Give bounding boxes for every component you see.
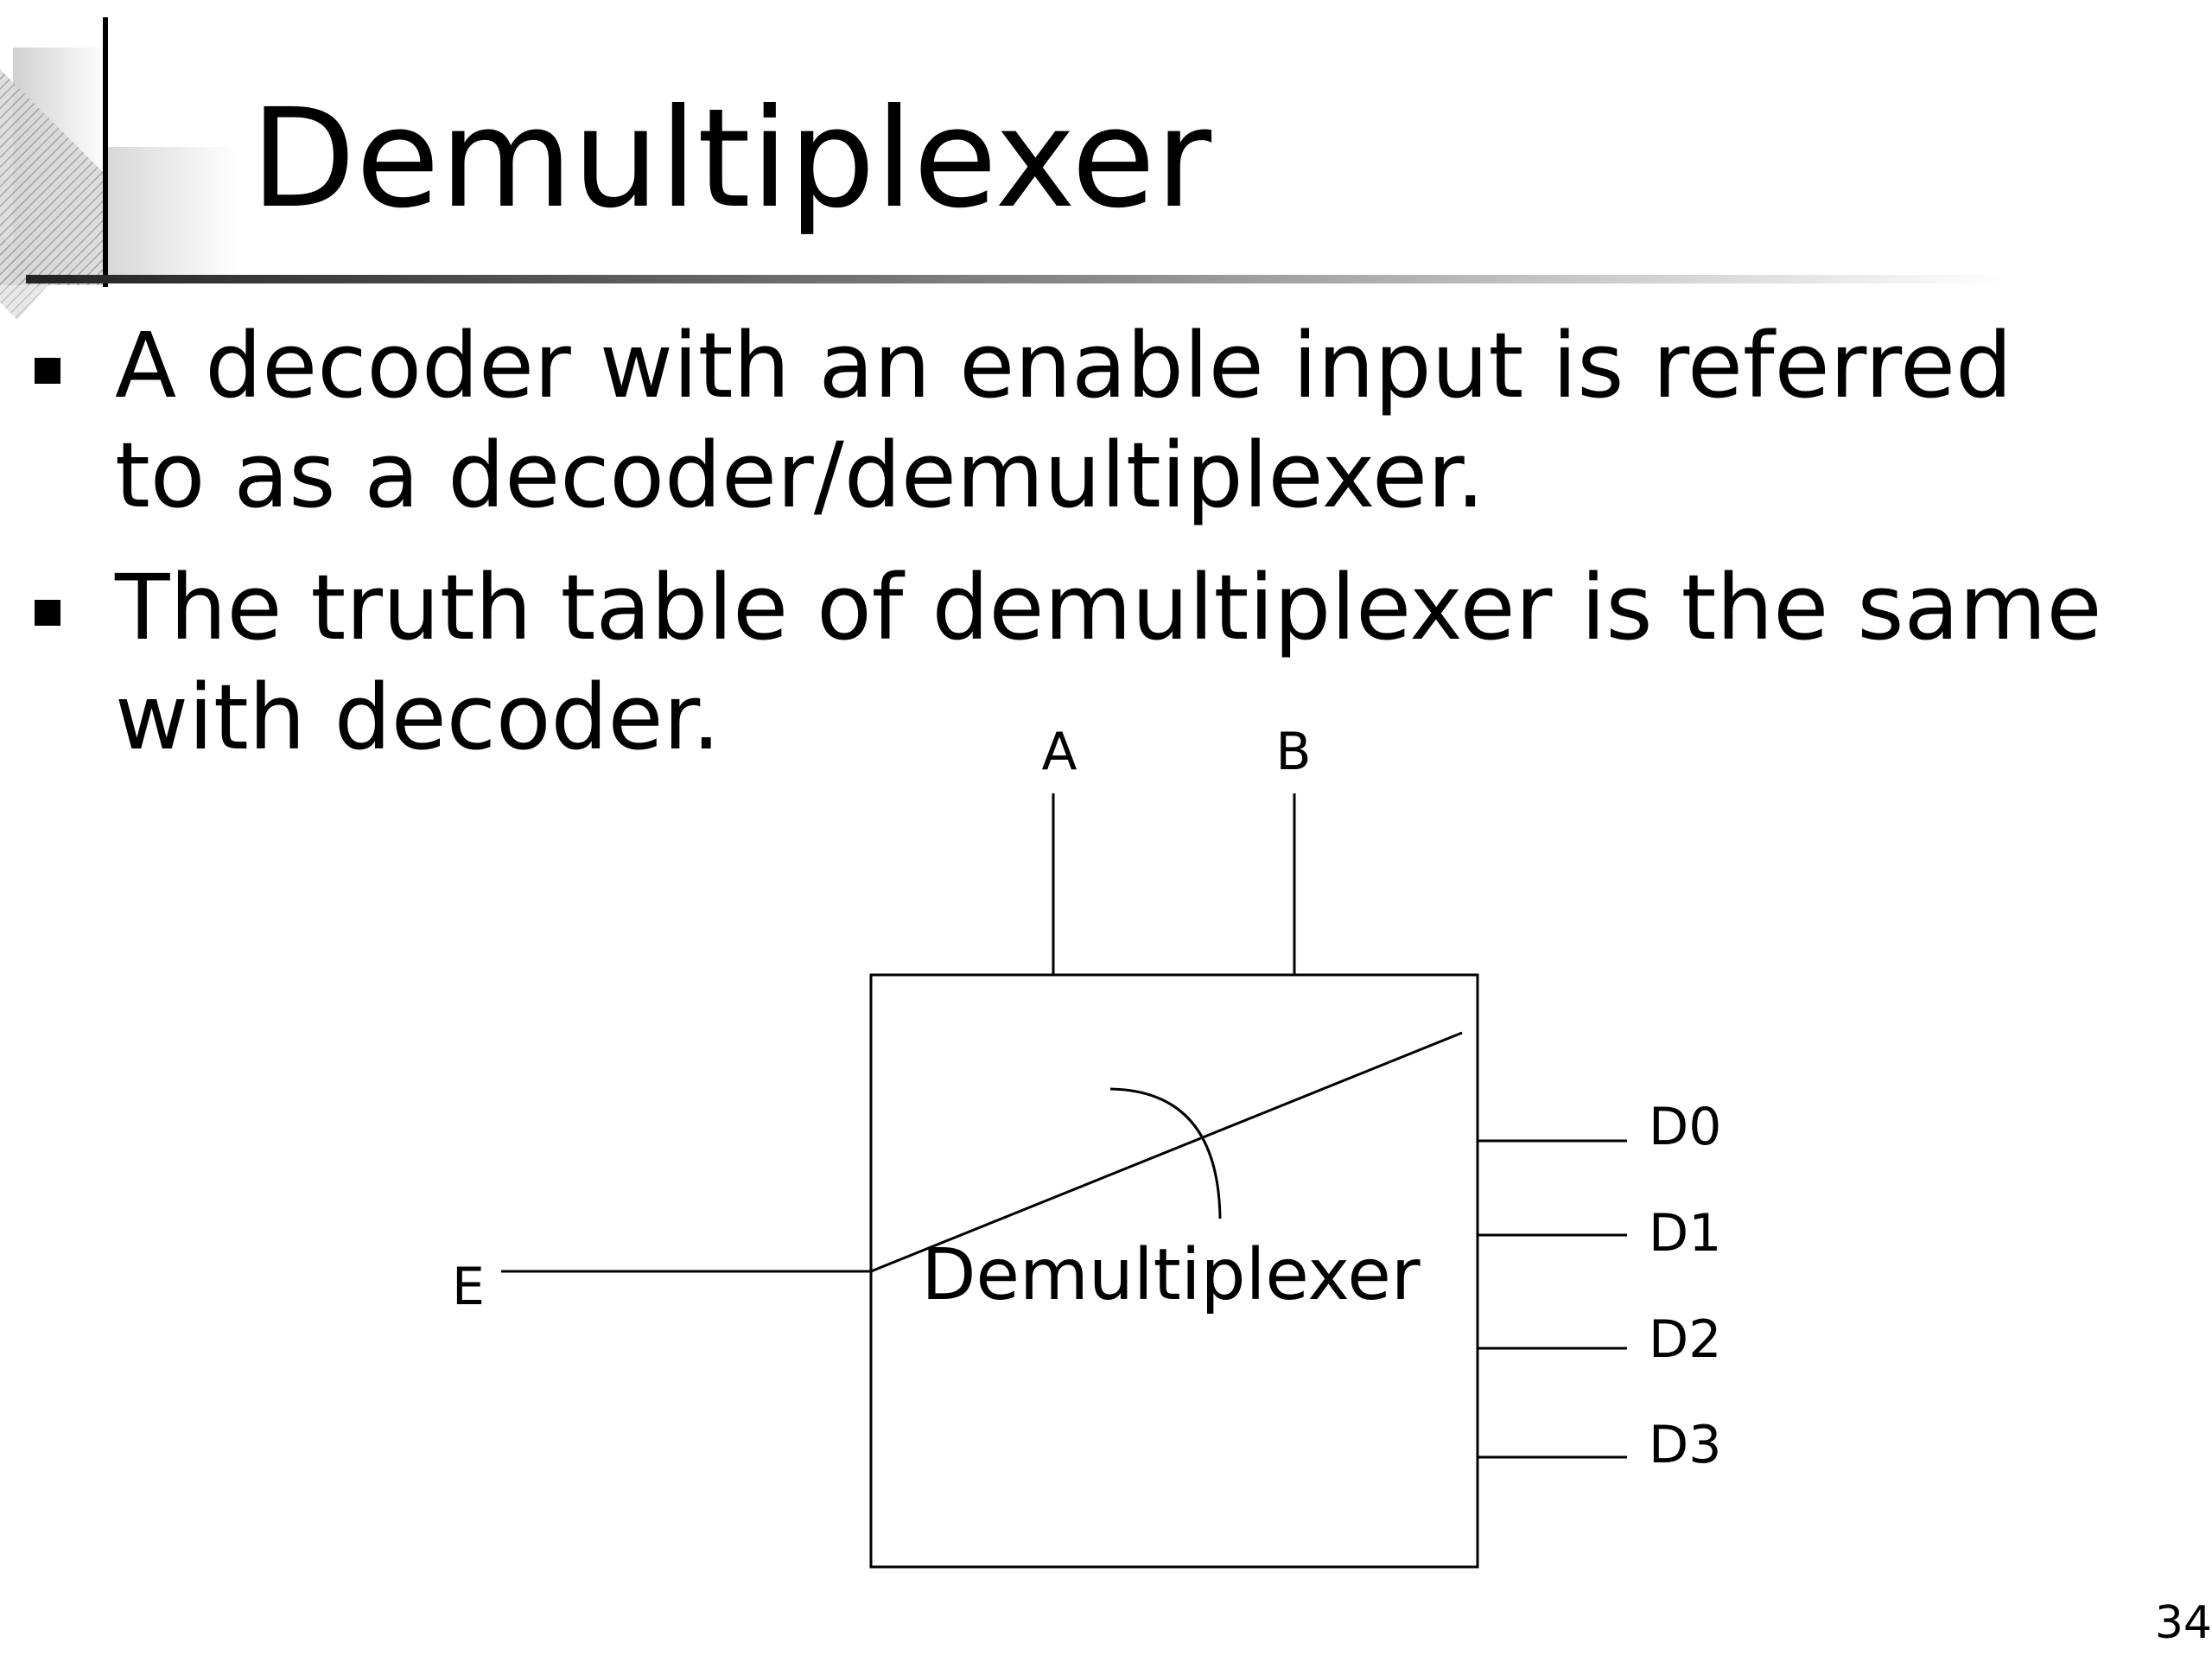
input-label-a: A xyxy=(1041,722,1077,782)
title-divider xyxy=(26,275,2005,283)
output-label-d2: D2 xyxy=(1649,1309,1721,1370)
switch-arm xyxy=(870,1031,1463,1273)
switch-arc xyxy=(1109,1087,1222,1219)
slide-title: Demultiplexer xyxy=(251,80,1212,239)
output-label-d1: D1 xyxy=(1649,1203,1721,1264)
bullet-item: The truth table of demultiplexer is the … xyxy=(0,553,2120,773)
input-label-b: B xyxy=(1275,722,1311,782)
page-number: 34 xyxy=(2154,1597,2212,1649)
bullet-item: A decoder with an enable input is referr… xyxy=(0,311,2120,531)
block-label: Demultiplexer xyxy=(921,1234,1420,1316)
square-bullet-icon xyxy=(35,600,60,626)
output-label-d3: D3 xyxy=(1649,1415,1721,1475)
output-label-d0: D0 xyxy=(1649,1097,1721,1157)
bullet-text: The truth table of demultiplexer is the … xyxy=(115,555,2102,770)
bullet-list: A decoder with an enable input is referr… xyxy=(0,311,2212,795)
corner-decoration xyxy=(0,17,238,320)
enable-input-label: E xyxy=(452,1257,485,1317)
bullet-text: A decoder with an enable input is referr… xyxy=(115,313,2012,528)
square-bullet-icon xyxy=(35,358,60,384)
